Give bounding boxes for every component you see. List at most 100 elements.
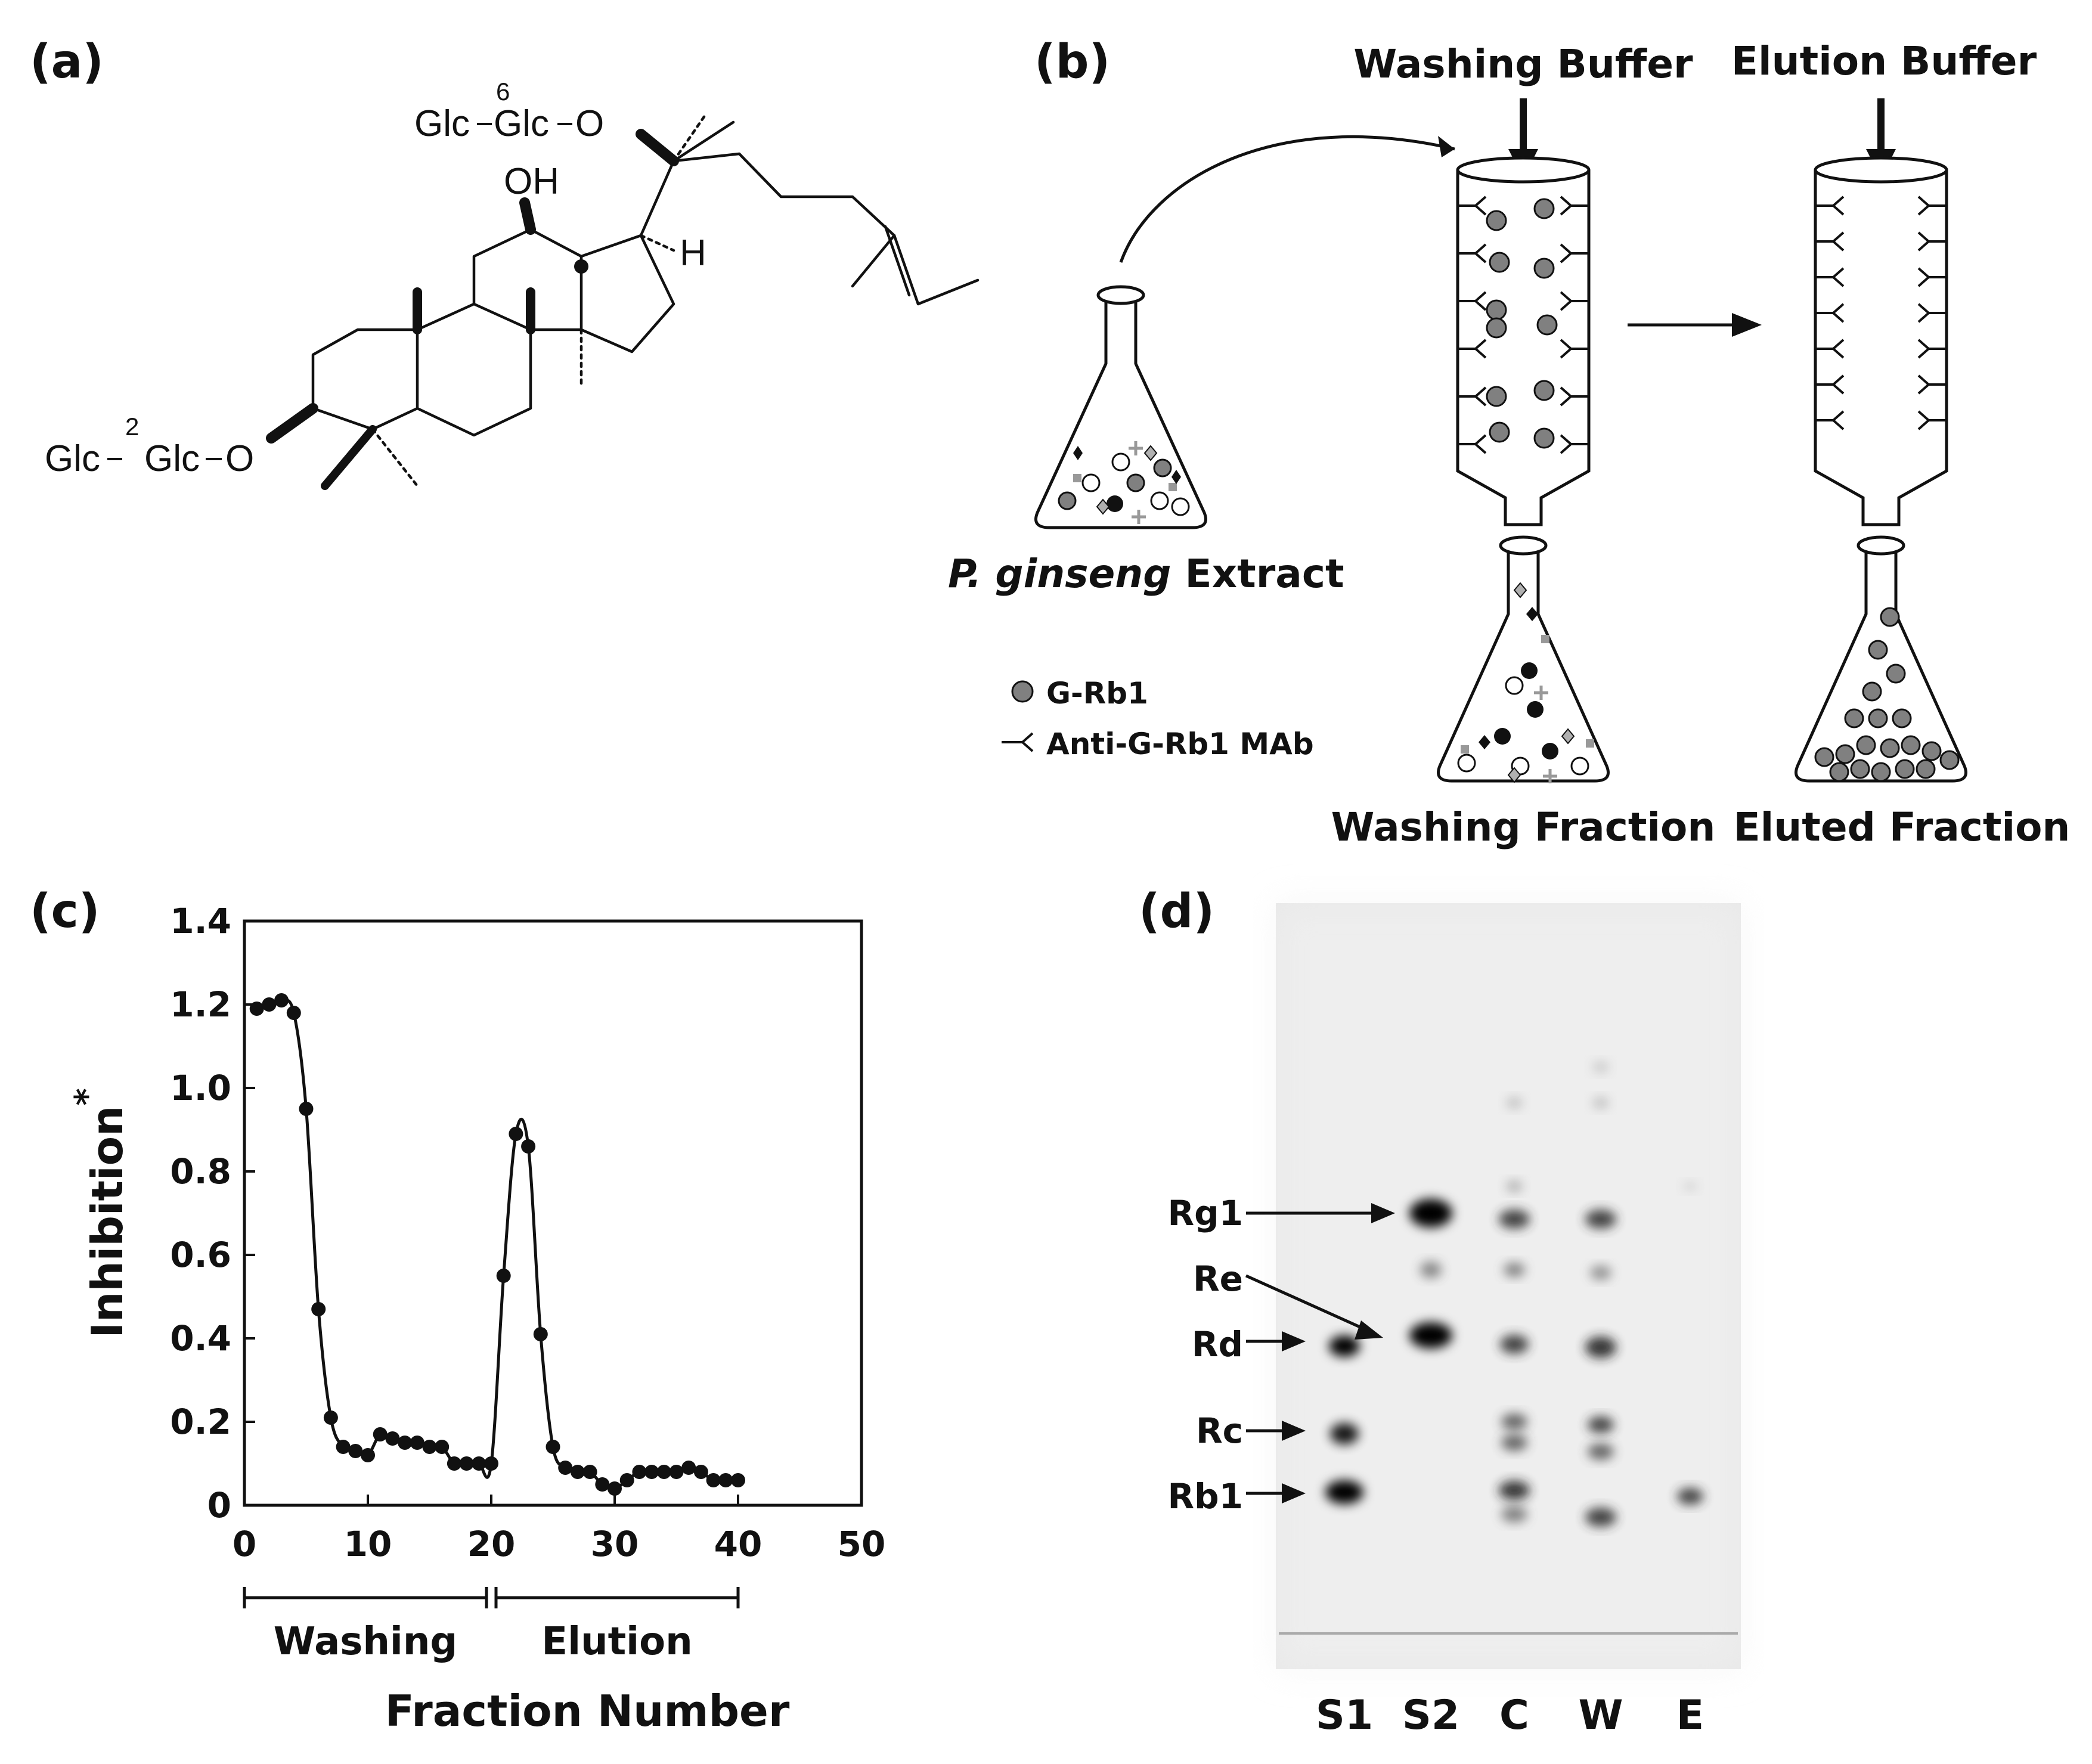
- y-tick-label: 0.8: [170, 1151, 231, 1192]
- legend-mab-marker: [1002, 732, 1034, 752]
- legend-grb1-marker: [1011, 680, 1034, 703]
- tlc-spot: [1501, 1434, 1527, 1451]
- lane-label-s1: S1: [1316, 1692, 1373, 1739]
- data-point: [274, 993, 289, 1007]
- data-point: [496, 1269, 511, 1283]
- tlc-spot: [1585, 1508, 1616, 1527]
- data-point: [558, 1461, 573, 1475]
- top-o-label: O: [575, 103, 604, 144]
- inhibition-series-points: [249, 993, 745, 1496]
- label-rg1: Rg1: [1167, 1193, 1243, 1233]
- lane-label-c: C: [1499, 1692, 1529, 1739]
- data-point: [249, 1002, 264, 1016]
- washing-buffer-label: Washing Buffer: [1353, 41, 1693, 87]
- data-point: [582, 1465, 597, 1479]
- tlc-plate-shade: [1276, 903, 1741, 1669]
- legend: G-Rb1 Anti-G-Rb1 MAb: [1002, 676, 1314, 761]
- x-axis-label: Fraction Number: [385, 1686, 790, 1736]
- data-point: [681, 1461, 696, 1475]
- tlc-spot: [1592, 1061, 1609, 1073]
- data-point: [533, 1327, 548, 1341]
- tlc-spots: [1325, 1061, 1703, 1527]
- transfer-arrowhead: [1438, 136, 1455, 157]
- bottom-sugar-right: Glc: [144, 438, 200, 479]
- y-tick-label: 0: [207, 1485, 231, 1526]
- elution-buffer-label: Elution Buffer: [1731, 38, 2037, 84]
- y-tick-label: 0.2: [170, 1402, 231, 1442]
- column2-antibodies: [1815, 196, 1947, 430]
- data-point: [706, 1473, 721, 1487]
- data-point: [348, 1444, 363, 1458]
- panel-b: (b) Washing Buffer Elution Buffer: [948, 35, 2070, 850]
- extract-mixture: [1058, 441, 1190, 524]
- washing-fraction-contents: [1457, 582, 1594, 783]
- tlc-pointer-heads: [1282, 1203, 1395, 1503]
- x-tick-label: 20: [467, 1524, 516, 1564]
- y-tick-label: 0.4: [170, 1318, 231, 1359]
- label-rb1: Rb1: [1167, 1476, 1243, 1517]
- data-point: [521, 1139, 536, 1154]
- data-point: [361, 1448, 375, 1462]
- panel-a-label: (a): [30, 35, 104, 89]
- tlc-spot: [1504, 1263, 1525, 1277]
- x-tick-label: 30: [591, 1524, 639, 1564]
- data-point: [656, 1465, 671, 1479]
- data-point: [299, 1102, 314, 1116]
- data-point: [669, 1465, 684, 1479]
- data-point: [311, 1302, 326, 1316]
- panel-c-label: (c): [30, 885, 100, 938]
- data-point: [459, 1456, 474, 1471]
- y-tick-label: 1.4: [170, 901, 231, 941]
- data-point: [447, 1456, 461, 1471]
- tlc-spot: [1325, 1480, 1363, 1504]
- tlc-spot: [1499, 1210, 1530, 1229]
- tlc-spot: [1590, 1266, 1611, 1280]
- y-axis-label: Inhibition*: [68, 1088, 132, 1338]
- lane-label-e: E: [1676, 1692, 1704, 1739]
- legend-grb1-text: G-Rb1: [1046, 676, 1148, 711]
- data-point: [484, 1456, 498, 1471]
- tlc-spot: [1501, 1506, 1527, 1523]
- data-point: [472, 1456, 486, 1471]
- steroid-skeleton: [266, 111, 980, 490]
- legend-mab-text: Anti-G-Rb1 MAb: [1046, 727, 1314, 761]
- tlc-spot: [1588, 1443, 1614, 1460]
- data-point: [385, 1431, 400, 1446]
- y-axis-label-superscript: *: [68, 1088, 107, 1105]
- bottom-link-number: 2: [125, 413, 139, 441]
- tlc-spot: [1329, 1335, 1360, 1357]
- tlc-spot: [1420, 1261, 1442, 1278]
- tlc-pointer-lines: [1245, 1211, 1377, 1495]
- tlc-spot: [1592, 1097, 1609, 1109]
- h13-dot: [574, 259, 588, 274]
- lane-label-s2: S2: [1402, 1692, 1459, 1739]
- top-sugar-right: Glc: [494, 103, 549, 144]
- eluted-grb1: [1814, 607, 1960, 782]
- range-label: Elution: [541, 1620, 692, 1664]
- y-axis-ticks: 00.20.40.60.81.01.21.4: [170, 901, 255, 1526]
- extract-species: P. ginseng: [948, 551, 1171, 597]
- data-point: [422, 1440, 437, 1454]
- panel-d: (d) Rg1 Re Rd Rc Rb1 S1 S2: [1139, 885, 1741, 1739]
- data-point: [693, 1465, 708, 1479]
- column1-bound-grb1: [1486, 198, 1558, 449]
- tlc-spot: [1677, 1488, 1703, 1505]
- tlc-spot: [1500, 1335, 1529, 1354]
- data-point: [286, 1006, 301, 1020]
- tlc-spot: [1585, 1210, 1616, 1229]
- tlc-plate: [1276, 903, 1741, 1669]
- step-arrowhead: [1732, 313, 1762, 337]
- tlc-spot: [1585, 1337, 1616, 1358]
- data-point: [608, 1481, 622, 1496]
- lane-label-w: W: [1578, 1692, 1623, 1739]
- extract-word: Extract: [1171, 551, 1344, 597]
- data-point: [632, 1465, 647, 1479]
- tlc-spot: [1499, 1481, 1530, 1500]
- x-tick-label: 0: [233, 1524, 256, 1564]
- data-point: [619, 1473, 634, 1487]
- data-point: [398, 1436, 413, 1450]
- panel-d-label: (d): [1139, 885, 1214, 938]
